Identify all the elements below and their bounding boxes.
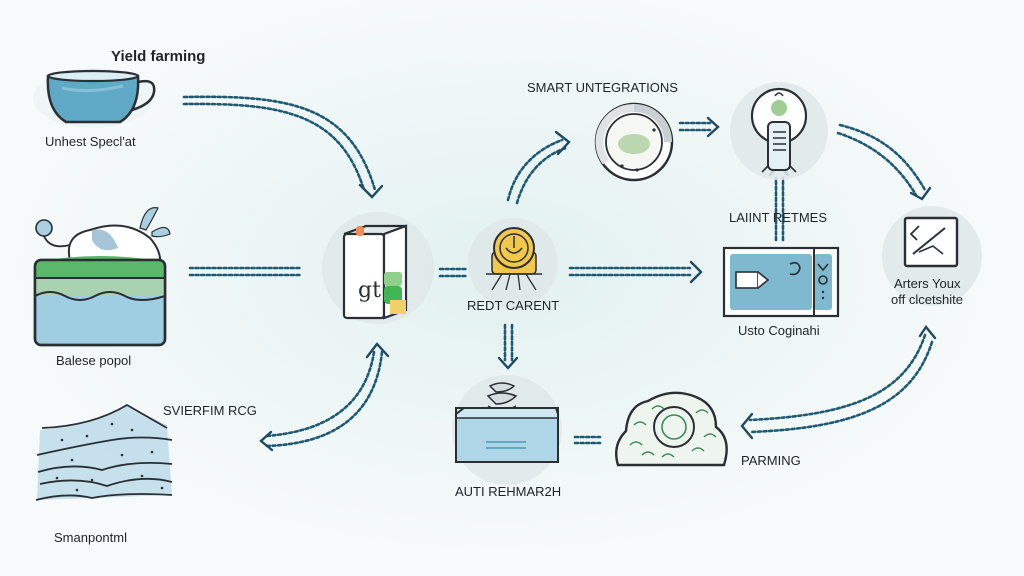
arrow-coin-to-integrations — [506, 130, 571, 205]
integrations-title: SMART UNTEGRATIONS — [527, 80, 678, 95]
cup-title: Yield farming — [111, 48, 206, 65]
arrow-robot-to-analytics — [836, 123, 932, 201]
chart-frame-icon — [903, 216, 959, 268]
node-analytics — [903, 216, 959, 268]
vault-label: AUTI REHMAR2H — [455, 484, 562, 499]
arrow-pool-to-wallet — [188, 266, 302, 277]
arrow-coin-to-dashboard — [568, 260, 703, 284]
node-wallet: gt — [340, 222, 420, 322]
teacup-icon — [33, 68, 156, 128]
coin-label: REDT CARENT — [467, 298, 560, 313]
node-vault — [452, 378, 564, 470]
cup-label: Unhest Specl'at — [45, 134, 136, 149]
stacked-layers-icon — [35, 403, 173, 501]
arrow-coin-to-vault — [497, 323, 519, 370]
node-layers — [32, 400, 182, 510]
animal-on-pool-icon — [33, 207, 171, 347]
arrow-cup-to-wallet — [182, 95, 384, 199]
layers-title: SVIERFIM RCG — [163, 403, 257, 418]
coin-token-icon — [486, 227, 542, 291]
robot-device-icon — [750, 87, 808, 173]
farm-label: PARMING — [741, 453, 801, 468]
green-mound-icon — [615, 391, 728, 467]
node-pool — [30, 200, 180, 350]
layers-label: Smanpontml — [54, 530, 127, 545]
analytics-label-line2: off clcetshite — [891, 292, 964, 307]
node-integrations — [592, 100, 676, 184]
svg-text:gt: gt — [358, 278, 381, 303]
vault-box-icon — [455, 382, 559, 463]
dashboard-label: Usto Coginahi — [738, 323, 820, 338]
analytics-label-line1: Arters Youx — [894, 276, 961, 291]
arrow-integrations-to-robot — [678, 116, 720, 138]
arrow-wallet-to-coin — [438, 267, 468, 278]
circular-gauge-icon — [594, 102, 674, 182]
dashboard-screen-icon — [722, 246, 840, 318]
node-cup — [28, 60, 178, 160]
node-dashboard — [722, 246, 840, 318]
node-robot — [744, 86, 814, 174]
node-farm — [612, 385, 732, 473]
node-coin — [480, 222, 550, 292]
arrow-vault-to-farm — [573, 435, 602, 445]
pool-label: Balese popol — [56, 353, 132, 368]
wallet-card-icon: gt — [342, 224, 408, 320]
dashboard-title: LAIINT RETMES — [729, 210, 828, 225]
arrow-analytics-to-farm — [740, 324, 937, 440]
arrow-wallet-to-layers — [259, 342, 390, 452]
